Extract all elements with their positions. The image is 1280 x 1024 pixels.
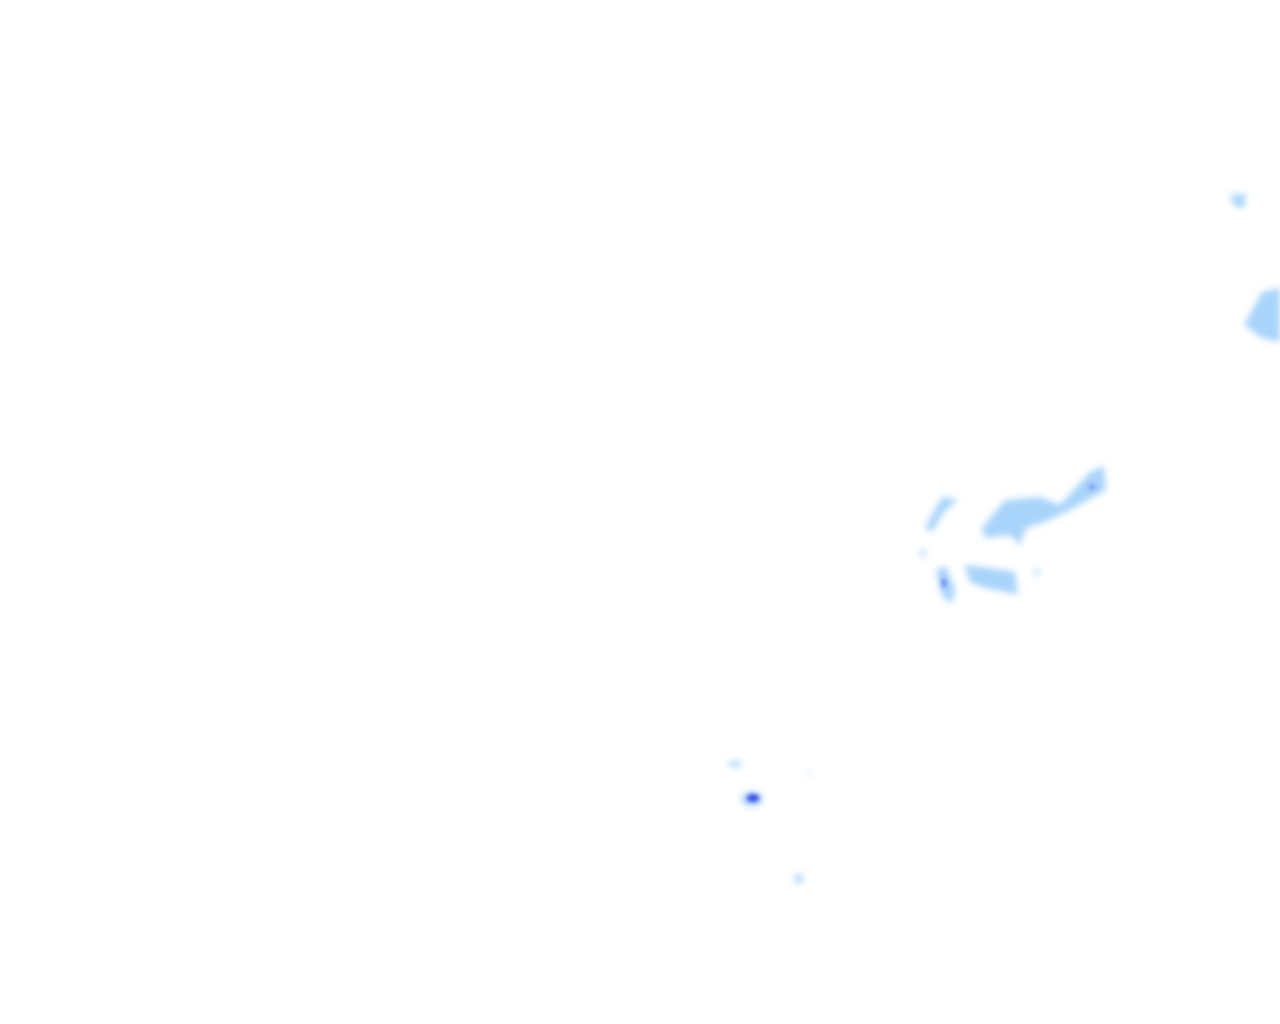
precip-cell <box>925 497 958 532</box>
precip-cell <box>806 771 814 775</box>
precip-cell <box>1034 568 1040 578</box>
precip-cell <box>1244 288 1280 342</box>
precip-core <box>941 578 947 588</box>
precip-cell <box>964 565 1018 595</box>
precip-core <box>747 794 759 802</box>
precip-cell <box>795 874 803 884</box>
precip-cell <box>982 466 1106 545</box>
precip-cell <box>921 548 925 558</box>
precip-core <box>1088 484 1096 490</box>
precip-cell <box>1229 194 1246 208</box>
precip-cell <box>728 761 742 767</box>
